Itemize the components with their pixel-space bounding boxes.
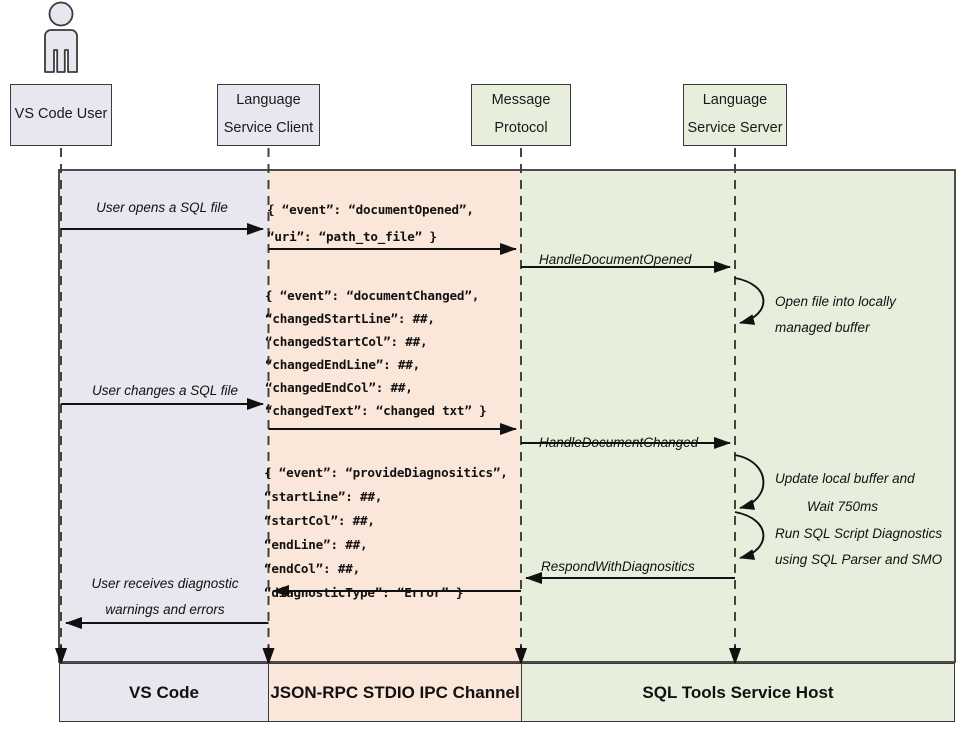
payload-document-changed-line-3: “changedStartCol”: ##, <box>265 334 428 349</box>
payload-document-changed-line-6: “changedText”: “changed txt” } <box>265 403 487 418</box>
lifeline-head-message-protocol[interactable]: Message Protocol <box>471 84 571 146</box>
payload-document-changed-line-5: “changedEndCol”: ##, <box>265 380 413 395</box>
label-user-receives-diagnostics-line-1: User receives diagnostic <box>91 576 239 591</box>
lifeline-head-language-service-client[interactable]: Language Service Client <box>217 84 320 146</box>
swimlane-bands <box>58 169 956 663</box>
payload-provide-diagnositics-line-5: “endCol”: ##, <box>264 561 360 576</box>
label-respond-with-diagnositics: RespondWithDiagnositics <box>541 559 695 574</box>
loop-open-file-buffer <box>734 277 765 325</box>
label-update-buffer-wait-line-2: Wait 750ms <box>807 499 879 514</box>
payload-document-opened-line-1: { “event”: “documentOpened”, <box>267 202 474 217</box>
payload-provide-diagnositics-line-6: “diagnosticType”: “Error” } <box>264 585 464 600</box>
footer-cell-service-host-label: SQL Tools Service Host <box>642 682 834 702</box>
label-run-diagnostics-line-2: using SQL Parser and SMO <box>775 552 943 567</box>
lifeline-head-language-service-client-line-1: Language <box>236 92 301 109</box>
loop-update-buffer-wait <box>734 454 765 510</box>
payload-provide-diagnositics-line-3: “startCol”: ##, <box>264 513 375 528</box>
payload-document-changed-line-4: “changedEndLine”: ##, <box>265 357 421 372</box>
message-arrows <box>61 222 735 630</box>
label-user-opens-file: User opens a SQL file <box>96 200 228 215</box>
lifeline-head-language-service-server[interactable]: Language Service Server <box>683 84 787 146</box>
label-open-file-buffer-line-2: managed buffer <box>775 320 870 335</box>
lifeline-head-language-service-server-line-1: Language <box>702 92 768 109</box>
label-run-diagnostics-line-1: Run SQL Script Diagnostics <box>775 526 943 541</box>
label-user-receives-diagnostics-line-2: warnings and errors <box>105 602 225 617</box>
lifeline-head-language-service-server-line-2: Service Server <box>687 120 783 136</box>
loop-run-diagnostics <box>734 511 765 560</box>
footer-cell-ipc-channel-label: JSON-RPC STDIO IPC Channel <box>270 682 520 702</box>
person-icon <box>44 1 78 73</box>
label-update-buffer-wait-line-1: Update local buffer and <box>775 471 915 486</box>
lifeline-head-message-protocol-line-1: Message <box>491 92 551 109</box>
label-open-file-buffer-line-1: Open file into locally <box>775 294 896 309</box>
lifeline-head-vs-code-user[interactable]: VS Code User <box>10 84 112 146</box>
payload-document-opened-line-2: “uri”: “path_to_file” } <box>267 229 437 244</box>
payload-provide-diagnositics-line-1: { “event”: “provideDiagnositics”, <box>264 465 508 480</box>
payload-provide-diagnositics-line-4: “endLine”: ##, <box>264 537 368 552</box>
lifelines <box>60 148 736 656</box>
footer-cell-vs-code[interactable]: VS Code <box>59 663 269 722</box>
payload-document-changed-line-2: “changedStartLine”: ##, <box>265 311 435 326</box>
lifeline-head-message-protocol-line-2: Protocol <box>494 120 548 136</box>
band-frame <box>58 169 956 663</box>
footer-cell-vs-code-label: VS Code <box>129 682 199 702</box>
band-ipc <box>268 170 521 662</box>
label-handle-document-opened: HandleDocumentOpened <box>539 252 692 267</box>
band-server <box>521 170 955 662</box>
lifeline-head-language-service-client-line-2: Service Client <box>223 120 314 136</box>
band-vscode <box>59 170 268 662</box>
label-handle-document-changed: HandleDocumentChanged <box>539 435 699 450</box>
payload-document-changed-line-1: { “event”: “documentChanged”, <box>265 288 480 303</box>
lifeline-head-vs-code-user-line-1: VS Code User <box>14 106 108 123</box>
footer-cell-ipc-channel[interactable]: JSON-RPC STDIO IPC Channel <box>268 663 522 722</box>
self-call-loops <box>734 277 765 560</box>
label-user-changes-file: User changes a SQL file <box>91 383 239 398</box>
payload-provide-diagnositics-line-2: “startLine”: ##, <box>264 489 383 504</box>
footer-cell-service-host[interactable]: SQL Tools Service Host <box>521 663 955 722</box>
lifeline-terminators <box>54 646 742 665</box>
